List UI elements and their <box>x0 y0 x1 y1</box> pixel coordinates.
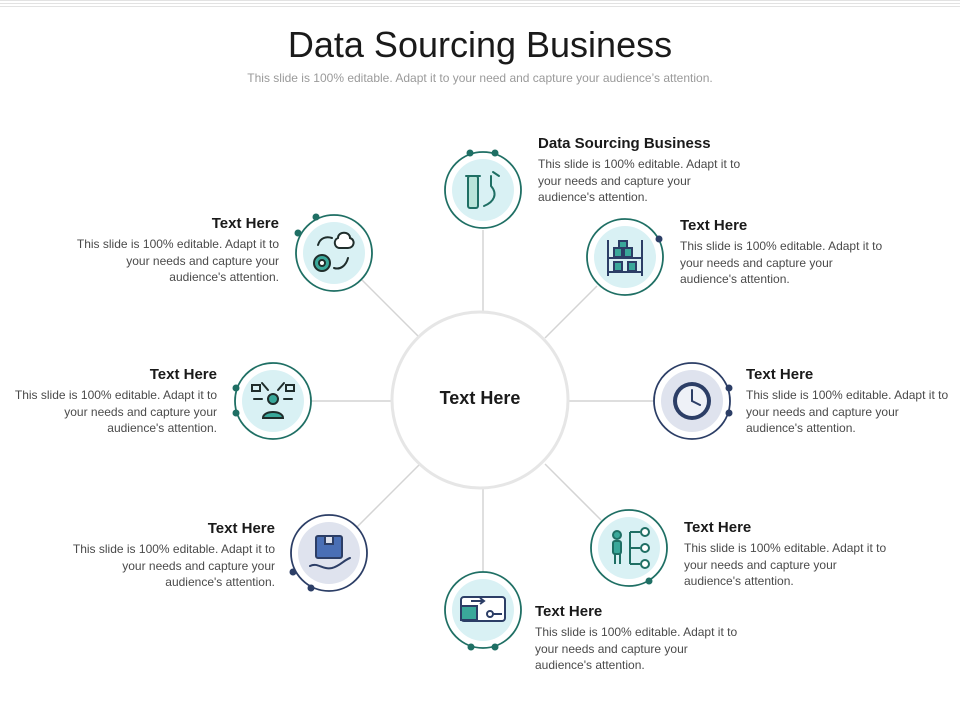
connector-6 <box>356 463 421 528</box>
item-7-heading: Text Here <box>149 366 217 383</box>
item-4: Text Here This slide is 100% editable. A… <box>684 519 889 590</box>
node-6 <box>289 514 368 592</box>
item-1-heading: Data Sourcing Business <box>538 135 711 152</box>
connector-2 <box>544 285 598 339</box>
item-4-body: This slide is 100% editable. Adapt it to… <box>684 541 887 588</box>
test-tube-icon <box>465 171 500 209</box>
node-7 <box>232 362 312 440</box>
node-1 <box>444 149 522 229</box>
delivery-truck-icon <box>460 596 506 622</box>
connector-8 <box>361 279 421 339</box>
node-2-ring <box>586 218 664 296</box>
item-7-body: This slide is 100% editable. Adapt it to… <box>14 388 217 435</box>
warehouse-shelf-icon <box>607 240 643 276</box>
node-3 <box>653 362 733 440</box>
item-5-heading: Text Here <box>535 603 603 620</box>
node-1-ring <box>444 151 522 229</box>
connectors <box>311 230 655 572</box>
item-2-body: This slide is 100% editable. Adapt it to… <box>680 239 883 286</box>
node-7-dot <box>232 409 240 417</box>
node-2 <box>586 218 664 296</box>
node-5-dot <box>491 643 499 651</box>
clock-icon <box>673 382 711 420</box>
item-3: Text Here This slide is 100% editable. A… <box>746 366 951 437</box>
brain-gear-icon <box>313 231 355 272</box>
center-label: Text Here <box>439 388 521 408</box>
node-6-ring <box>290 514 368 592</box>
item-6-body: This slide is 100% editable. Adapt it to… <box>72 542 275 589</box>
top-rule <box>0 0 960 8</box>
item-8-body: This slide is 100% editable. Adapt it to… <box>76 237 279 284</box>
node-4-dot <box>645 577 653 585</box>
node-4 <box>590 509 668 587</box>
node-2-dot <box>655 235 663 243</box>
node-1-dot <box>491 149 499 157</box>
node-1-fill <box>452 159 514 221</box>
item-2: Text Here This slide is 100% editable. A… <box>680 217 885 288</box>
node-6-dot <box>289 568 297 576</box>
page-title: Data Sourcing Business <box>287 24 673 65</box>
item-5-body: This slide is 100% editable. Adapt it to… <box>535 625 738 672</box>
item-6: Text Here This slide is 100% editable. A… <box>70 520 275 591</box>
node-1-dot <box>466 149 474 157</box>
item-6-heading: Text Here <box>207 520 275 537</box>
person-flowchart-icon <box>612 527 650 569</box>
node-8 <box>294 213 373 292</box>
node-6-dot <box>307 584 315 592</box>
node-7-ring <box>234 362 312 440</box>
node-8-dot <box>312 213 320 221</box>
hand-box-icon <box>309 535 351 570</box>
item-4-heading: Text Here <box>684 519 752 536</box>
page-subtitle: This slide is 100% editable. Adapt it to… <box>247 71 713 85</box>
node-8-fill <box>303 222 365 284</box>
node-5-dot <box>467 643 475 651</box>
item-1: Data Sourcing Business This slide is 100… <box>538 135 743 206</box>
item-2-heading: Text Here <box>680 217 748 234</box>
item-3-body: This slide is 100% editable. Adapt it to… <box>746 388 949 435</box>
item-3-heading: Text Here <box>746 366 814 383</box>
node-8-ring <box>295 214 373 292</box>
node-3-dot <box>725 409 733 417</box>
node-8-dot <box>294 229 302 237</box>
item-5: Text Here This slide is 100% editable. A… <box>535 603 740 674</box>
node-3-dot <box>725 384 733 392</box>
item-1-body: This slide is 100% editable. Adapt it to… <box>538 157 741 204</box>
person-arrows-icon <box>251 382 295 419</box>
node-5 <box>444 571 522 651</box>
node-4-ring <box>590 509 668 587</box>
item-8-heading: Text Here <box>211 215 279 232</box>
connector-4 <box>544 463 602 521</box>
item-8: Text Here This slide is 100% editable. A… <box>74 215 279 286</box>
node-3-ring <box>653 362 731 440</box>
node-7-dot <box>232 384 240 392</box>
node-5-ring <box>444 571 522 649</box>
item-7: Text Here This slide is 100% editable. A… <box>12 366 217 437</box>
center-circle <box>390 310 570 490</box>
